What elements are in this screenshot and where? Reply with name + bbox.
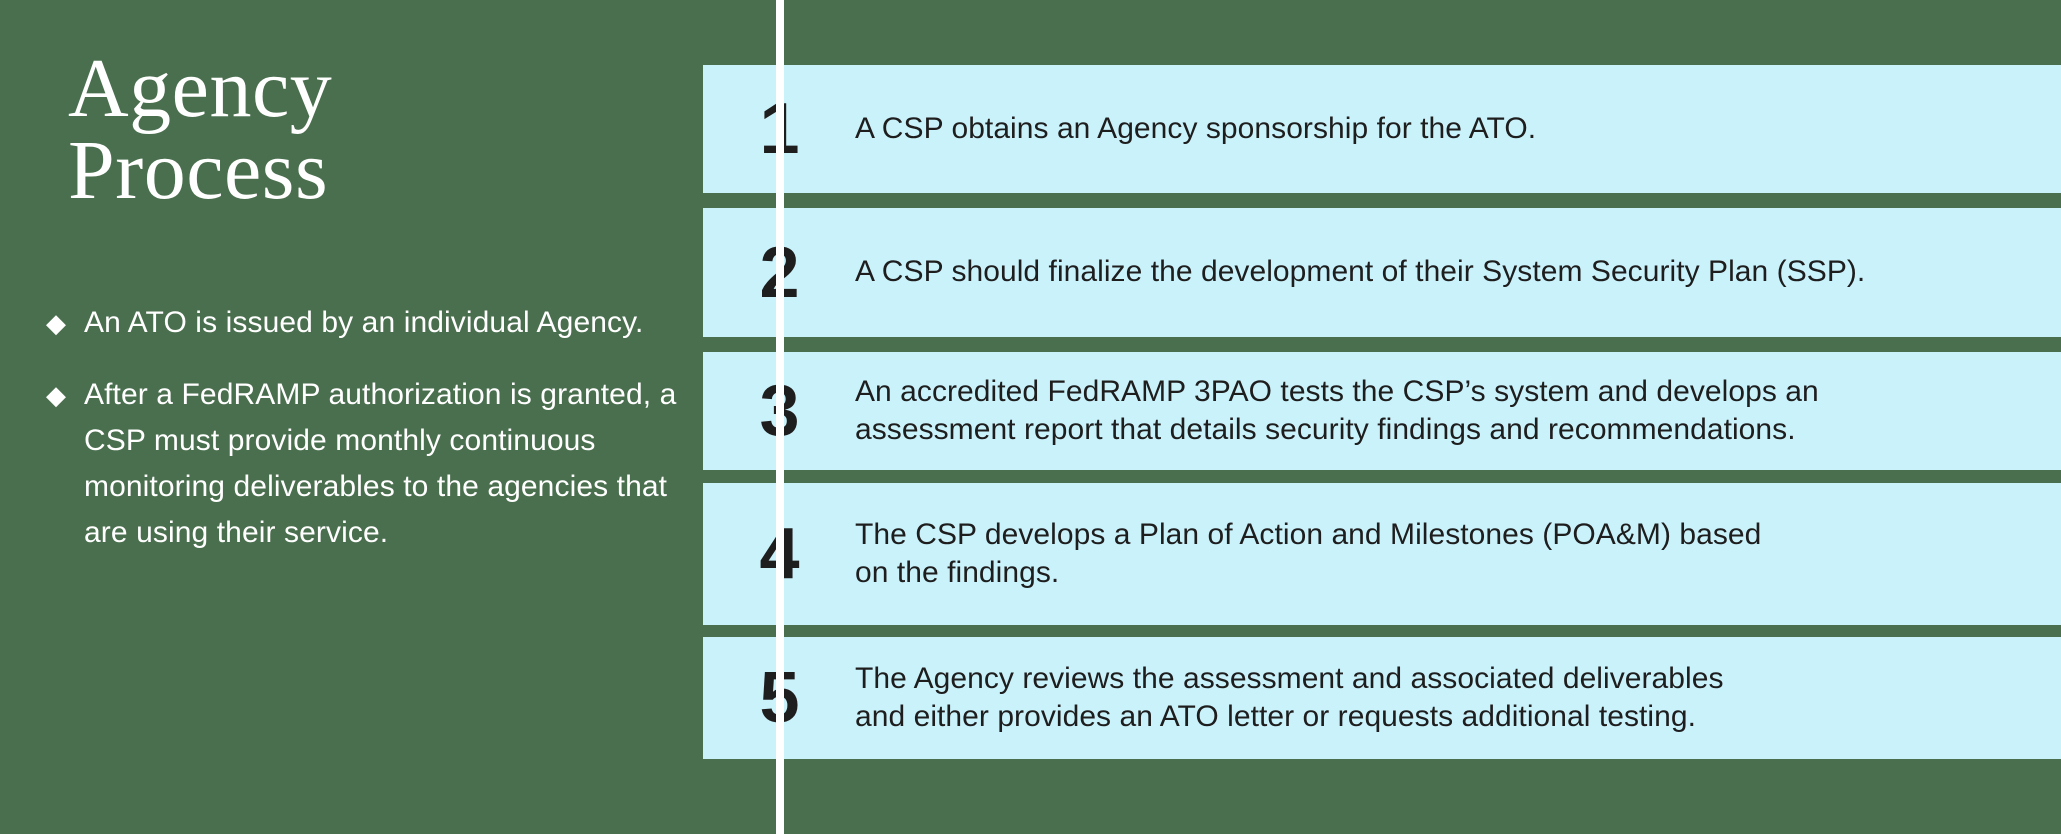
step-description: The Agency reviews the assessment and as… (855, 660, 2061, 737)
step-text-line: on the findings. (855, 556, 1060, 589)
step-text-line: assessment report that details security … (855, 413, 1796, 446)
step-description: An accredited FedRAMP 3PAO tests the CSP… (855, 373, 2061, 450)
step-text-line: and either provides an ATO letter or req… (855, 700, 1696, 733)
step-description: A CSP obtains an Agency sponsorship for … (855, 110, 2061, 148)
diamond-bullet-icon: ◆ (46, 380, 66, 410)
vertical-timeline-divider (776, 0, 784, 834)
step-card-3: 3 An accredited FedRAMP 3PAO tests the C… (703, 352, 2061, 470)
step-card-1: 1 A CSP obtains an Agency sponsorship fo… (703, 65, 2061, 193)
bullet-list: ◆ An ATO is issued by an individual Agen… (46, 300, 706, 582)
step-description: The CSP develops a Plan of Action and Mi… (855, 516, 2061, 593)
left-panel: Agency Process ◆ An ATO is issued by an … (0, 0, 776, 834)
page-title-line-1: Agency (68, 42, 333, 135)
list-item: ◆ After a FedRAMP authorization is grant… (46, 372, 706, 556)
list-item: ◆ An ATO is issued by an individual Agen… (46, 300, 706, 346)
diamond-bullet-icon: ◆ (46, 308, 66, 338)
step-text-line: The Agency reviews the assessment and as… (855, 661, 1724, 695)
step-text-line: A CSP should finalize the development of… (855, 255, 1866, 289)
step-text-line: An accredited FedRAMP 3PAO tests the CSP… (855, 374, 1819, 408)
step-text-line: The CSP develops a Plan of Action and Mi… (855, 517, 1762, 551)
step-card-5: 5 The Agency reviews the assessment and … (703, 637, 2061, 759)
page-title: Agency Process (68, 42, 688, 218)
step-text-line: A CSP obtains an Agency sponsorship for … (855, 111, 1537, 145)
step-card-4: 4 The CSP develops a Plan of Action and … (703, 483, 2061, 625)
step-card-2: 2 A CSP should finalize the development … (703, 208, 2061, 337)
steps-column: 1 A CSP obtains an Agency sponsorship fo… (703, 0, 2061, 834)
page-title-line-2: Process (68, 124, 329, 218)
bullet-text: An ATO is issued by an individual Agency… (84, 306, 644, 339)
step-description: A CSP should finalize the development of… (855, 253, 2061, 291)
bullet-text: After a FedRAMP authorization is granted… (84, 378, 677, 549)
